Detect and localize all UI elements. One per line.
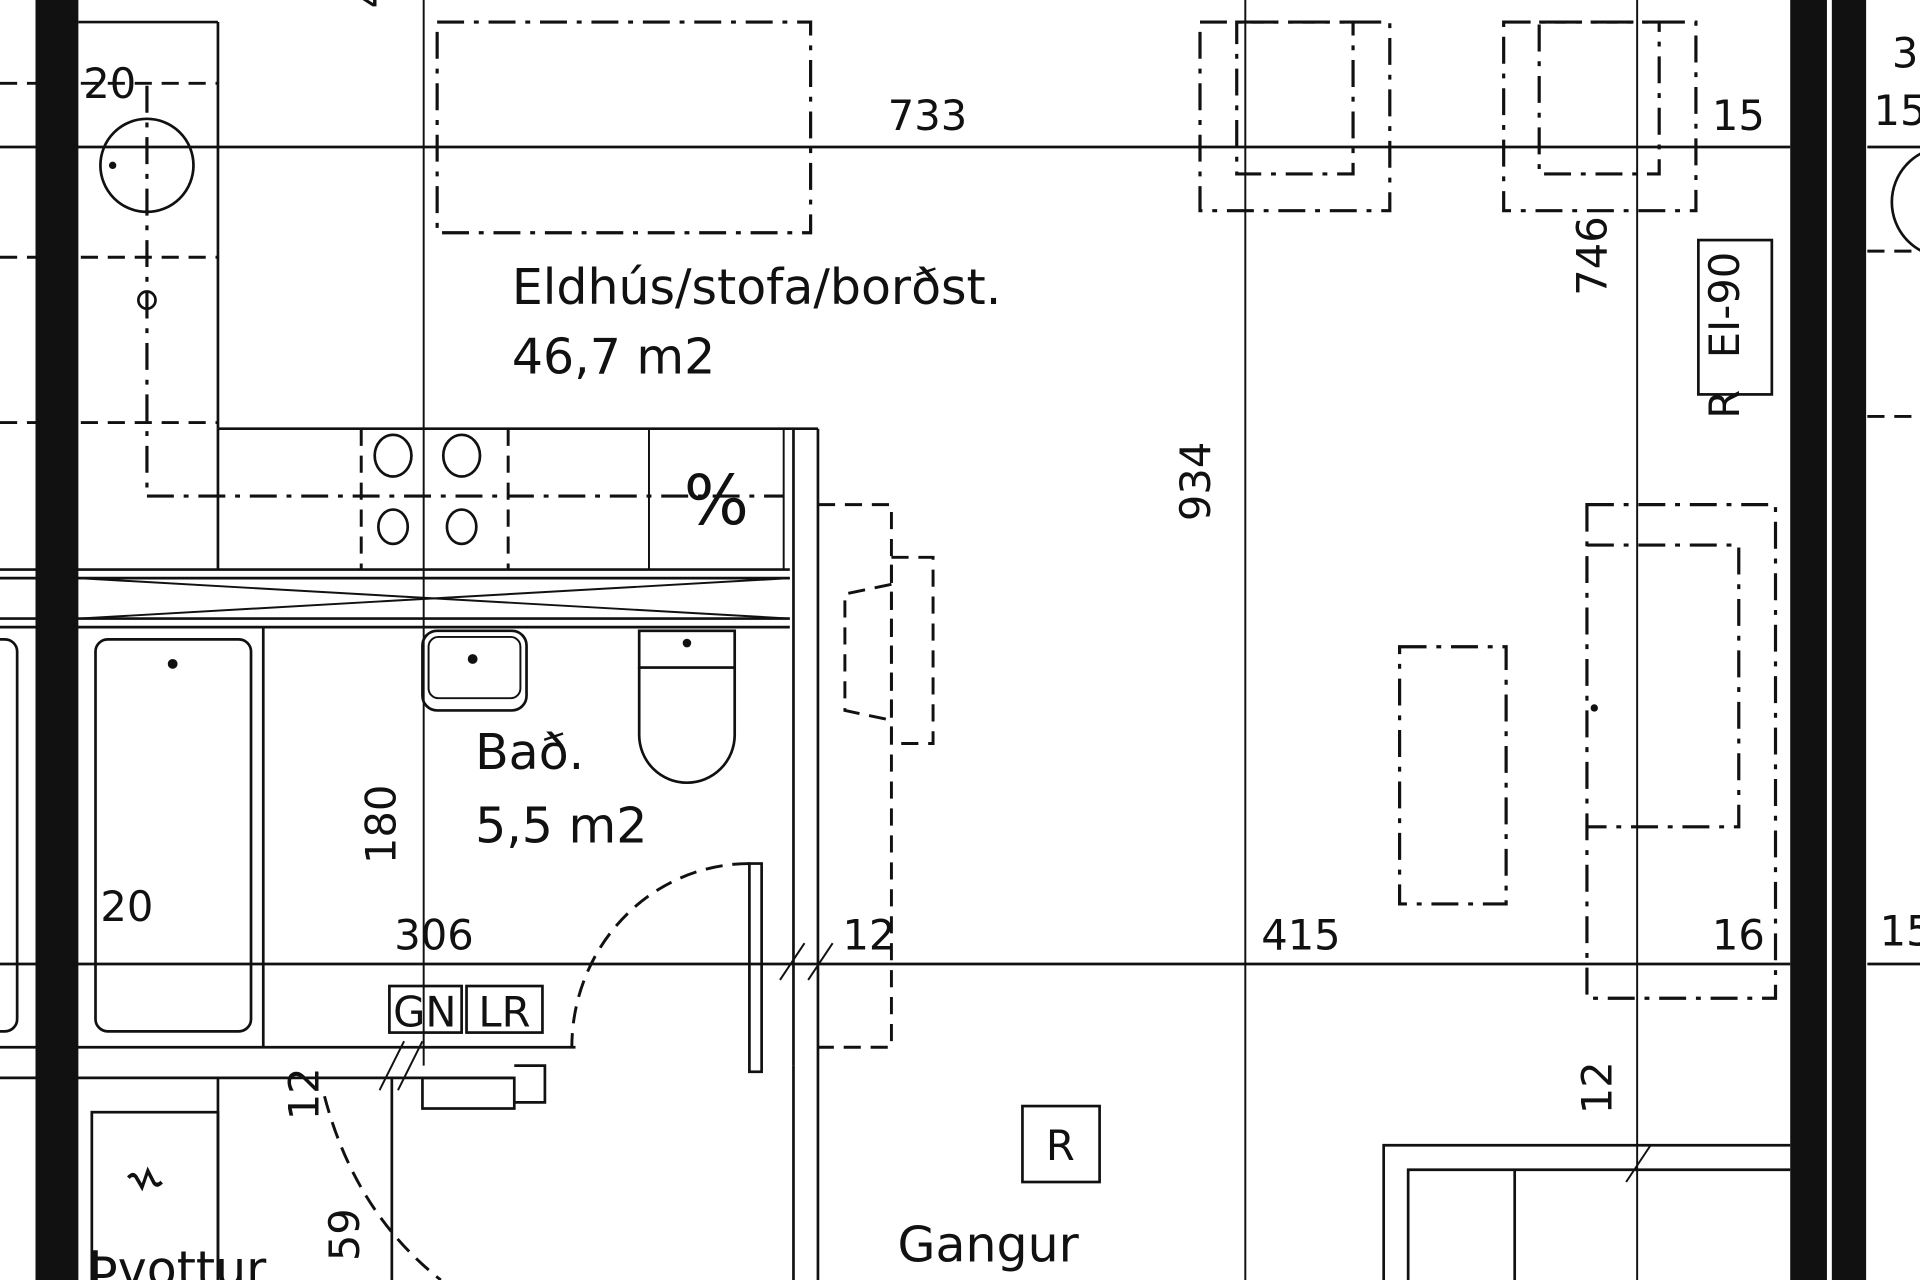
dim-label: 3 xyxy=(1892,28,1918,77)
fire-rating-badge: EI-90 xyxy=(1697,238,1774,396)
dim-label: 16 xyxy=(1712,910,1765,959)
bathroom-sink xyxy=(421,629,528,712)
bathroom-door xyxy=(570,862,763,1074)
dining-table xyxy=(435,20,813,235)
chair-1 xyxy=(1198,20,1392,213)
bath-room-area: 5,5 m2 xyxy=(475,798,647,855)
svg-text:LR: LR xyxy=(478,987,530,1036)
dim-label: 15 xyxy=(1712,91,1765,140)
kitchen-room-name: Eldhús/stofa/borðst. xyxy=(512,259,1001,316)
hall-room-name: Gangur xyxy=(898,1217,1080,1274)
tick-mark xyxy=(397,1040,424,1091)
dim-label: 20 xyxy=(100,882,153,931)
gn-box: GN xyxy=(388,984,463,1036)
dim-label: 15 xyxy=(1873,86,1920,135)
dim-label: 12 xyxy=(1572,1061,1621,1114)
kitchen-counter-left xyxy=(0,20,784,498)
interior-wall-vertical xyxy=(792,428,820,1280)
dim-label: 12 xyxy=(842,910,895,959)
dim-label: 306 xyxy=(394,910,473,959)
tick-mark xyxy=(807,942,834,981)
tick-mark xyxy=(779,942,806,981)
dim-label: 12 xyxy=(279,1067,328,1120)
kitchen-counter xyxy=(216,427,818,570)
drain-icon xyxy=(137,290,157,311)
r-mark-wall: R xyxy=(1700,390,1749,419)
dim-label: 4 xyxy=(344,0,393,8)
sink-symbol: % xyxy=(684,461,749,541)
laundry-door-swing xyxy=(323,1095,442,1280)
coffee-table xyxy=(1398,645,1508,906)
lr-box: LR xyxy=(465,984,544,1036)
neighbor-fixture-icon xyxy=(1890,152,1920,252)
neighbor-bathtub xyxy=(0,638,19,1033)
dim-label: 415 xyxy=(1261,910,1340,959)
interior-wall-kitchen-bath xyxy=(0,568,790,629)
dim-label: 746 xyxy=(1568,216,1617,295)
svg-text:Ϟ: Ϟ xyxy=(118,1153,172,1207)
sofa xyxy=(1585,503,1778,1000)
washer-drum-icon xyxy=(99,117,195,214)
stove-burners-icon xyxy=(373,433,482,546)
stairs xyxy=(1382,1143,1791,1280)
svg-text:GN: GN xyxy=(393,987,456,1036)
dim-label: 15 xyxy=(1880,907,1920,956)
exterior-wall-left xyxy=(35,0,79,1280)
exterior-wall-right-b xyxy=(1831,0,1867,1280)
exterior-wall-right-a xyxy=(1790,0,1827,1280)
bath-room-name: Bað. xyxy=(475,724,584,781)
wardrobe xyxy=(817,503,935,1049)
dim-label: 59 xyxy=(320,1208,369,1261)
kitchen-room-area: 46,7 m2 xyxy=(512,329,715,386)
bathtub xyxy=(94,627,265,1048)
r-mark-hall: R xyxy=(1021,1104,1101,1184)
chair-2 xyxy=(1502,20,1698,213)
laundry-room-name: Þvottur xyxy=(88,1241,267,1280)
dim-label: 733 xyxy=(888,91,967,140)
dim-label: 180 xyxy=(357,785,406,864)
svg-text:R: R xyxy=(1046,1121,1075,1170)
tick-mark xyxy=(378,1040,405,1091)
svg-text:EI-90: EI-90 xyxy=(1700,252,1749,359)
dim-label: 934 xyxy=(1171,442,1220,521)
dim-label: 20 xyxy=(83,59,136,108)
toilet xyxy=(637,629,737,784)
tick-mark xyxy=(1625,1144,1652,1183)
